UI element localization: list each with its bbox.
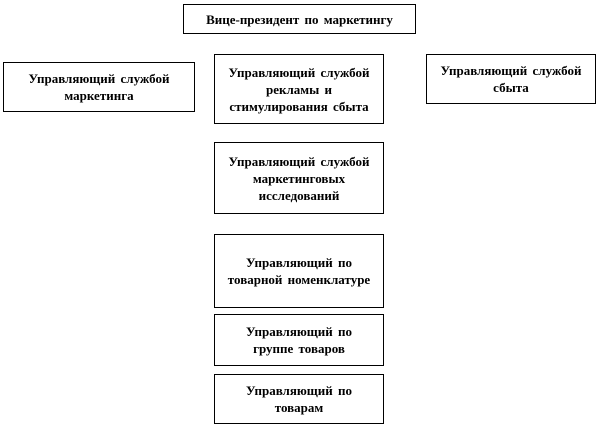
sales-service-manager-box: Управляющий службой сбыта — [426, 54, 596, 104]
products-manager-box: Управляющий по товарам — [214, 374, 384, 424]
advertising-service-manager-box: Управляющий службой рекламы и стимулиров… — [214, 54, 384, 124]
marketing-service-manager-box: Управляющий службой маркетинга — [3, 62, 195, 112]
vice-president-box: Вице-президент по маркетингу — [183, 4, 416, 34]
product-group-manager-box: Управляющий по группе товаров — [214, 314, 384, 366]
product-nomenclature-manager-box: Управляющий по товарной номенклатуре — [214, 234, 384, 308]
research-service-manager-box: Управляющий службой маркетинговых исслед… — [214, 142, 384, 214]
